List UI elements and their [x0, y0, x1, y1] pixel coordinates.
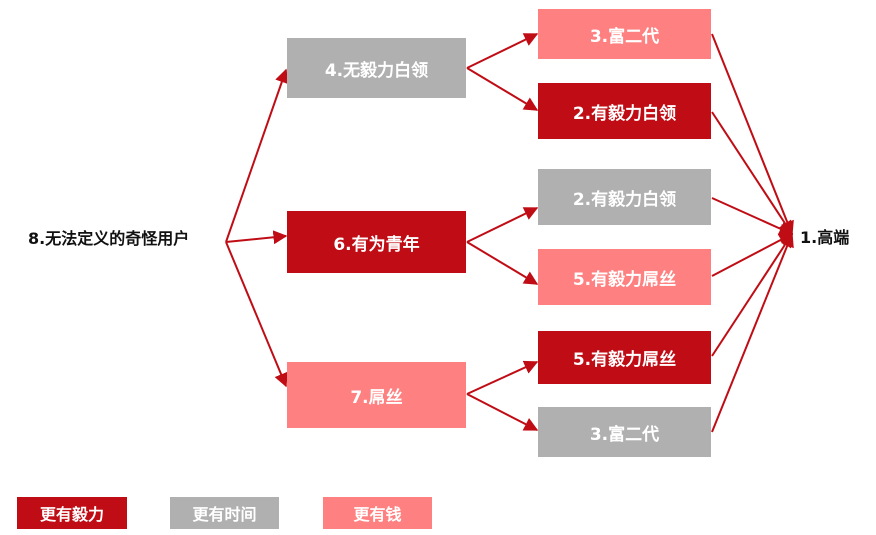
node-level1-6-label: 6.有为青年	[333, 234, 420, 255]
arrow-e-to-target	[711, 232, 793, 357]
arrow-f-to-target	[711, 232, 794, 433]
arrow-n4-to-b	[466, 67, 539, 111]
legend-more-money-label: 更有钱	[353, 505, 402, 524]
node-level2-b-label: 2.有毅力白领	[572, 103, 677, 124]
node-level2-c-label: 2.有毅力白领	[572, 189, 677, 210]
legend-more-money: 更有钱	[323, 497, 432, 529]
node-level2-a-label: 3.富二代	[589, 26, 660, 47]
arrow-n6-to-d	[466, 241, 539, 285]
node-level2-e: 5.有毅力屌丝	[538, 331, 711, 384]
node-level1-7: 7.屌丝	[287, 362, 466, 428]
arrow-source-to-n6	[225, 230, 288, 245]
target-label: 1.高端	[800, 228, 850, 247]
node-level2-e-label: 5.有毅力屌丝	[572, 350, 677, 370]
source-label: 8.无法定义的奇怪用户	[28, 229, 190, 248]
arrow-source-to-n7	[225, 241, 288, 388]
legend-more-perseverance-label: 更有毅力	[39, 505, 104, 524]
node-level1-6: 6.有为青年	[287, 211, 466, 273]
node-level2-b: 2.有毅力白领	[538, 83, 711, 139]
arrow-a-to-target	[711, 33, 794, 236]
arrow-b-to-target	[711, 111, 793, 236]
node-level1-4-label: 4.无毅力白领	[324, 60, 429, 81]
legend-more-time-label: 更有时间	[192, 505, 257, 524]
node-level2-a: 3.富二代	[538, 9, 711, 59]
arrow-n6-to-c	[466, 207, 539, 243]
legend-more-time: 更有时间	[170, 497, 279, 529]
legend-more-perseverance: 更有毅力	[17, 497, 127, 529]
arrow-n4-to-a	[466, 33, 539, 69]
node-level2-f: 3.富二代	[538, 407, 711, 457]
node-level1-7-label: 7.屌丝	[350, 387, 403, 408]
arrow-d-to-target	[711, 233, 794, 277]
arrow-n7-to-e	[466, 360, 539, 395]
arrow-n7-to-f	[466, 393, 539, 431]
node-level2-d: 5.有毅力屌丝	[538, 249, 711, 305]
arrow-c-to-target	[711, 197, 794, 236]
node-level2-d-label: 5.有毅力屌丝	[572, 269, 677, 290]
arrow-source-to-n4	[225, 68, 289, 243]
node-level2-c: 2.有毅力白领	[538, 169, 711, 225]
node-level2-f-label: 3.富二代	[589, 424, 660, 445]
node-level1-4: 4.无毅力白领	[287, 38, 466, 98]
